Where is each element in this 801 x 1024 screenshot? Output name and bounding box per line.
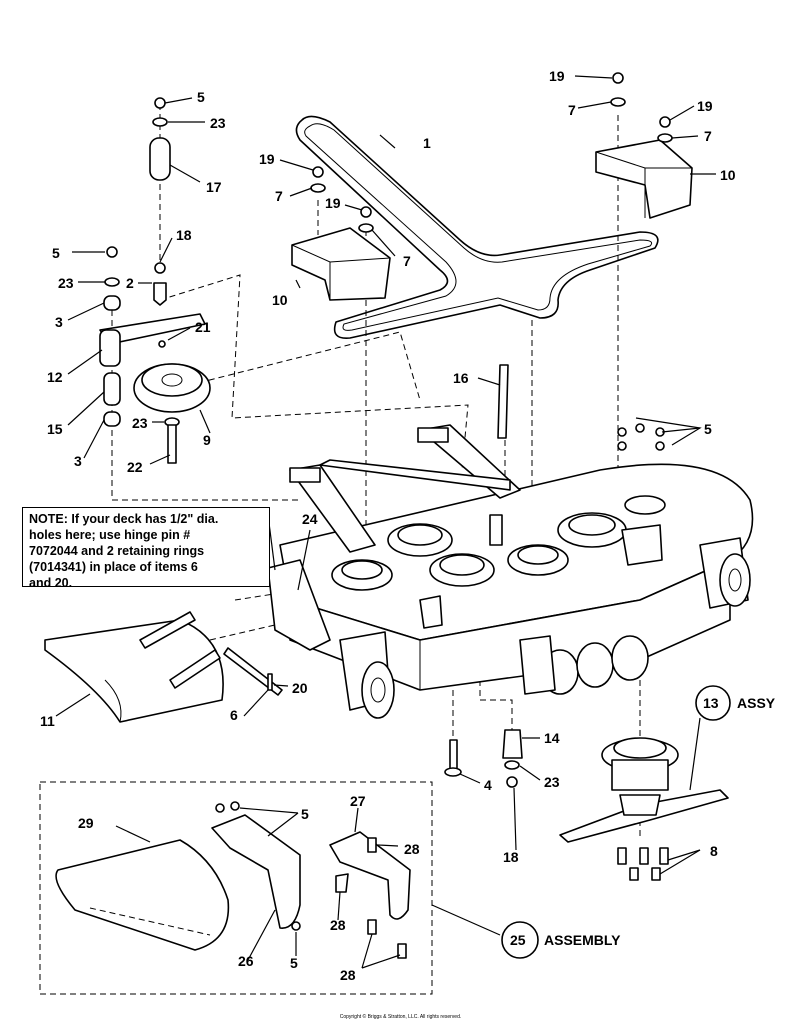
callout-23: 23 [544,774,560,790]
callout-11: 11 [40,713,55,729]
callout-22: 22 [127,459,143,475]
callout-19: 19 [325,195,341,211]
hinge-pin-note: NOTE: If your deck has 1/2" dia. holes h… [22,507,270,590]
callout-25-assembly: 25 ASSEMBLY [501,921,621,959]
drive-belt [295,115,659,339]
callout-8: 8 [710,843,718,859]
callout-19: 19 [697,98,713,114]
callout-7: 7 [403,253,411,269]
callout-28: 28 [330,917,346,933]
belt-cover-right [595,139,693,219]
note-line-4: (7014341) in place of items 6 [29,560,198,574]
copyright-notice: Copyright © Briggs & Stratton, LLC. All … [339,1014,462,1020]
callout-7: 7 [568,102,576,118]
callout-3: 3 [55,314,63,330]
callout-7: 7 [704,128,712,144]
callout-25-label: ASSEMBLY [544,932,621,948]
leader-lines [55,75,716,969]
assembly-25-parts [55,801,411,959]
callout-2: 2 [126,275,134,291]
note-line-3: 7072044 and 2 retaining rings [29,544,205,558]
callout-25: 25 [510,932,526,948]
callout-4: 4 [484,777,492,793]
callout-10: 10 [720,167,736,183]
note-line-1: NOTE: If your deck has 1/2" dia. [29,512,219,526]
callout-13-label: ASSY [737,695,776,711]
callout-16: 16 [453,370,469,386]
callout-5: 5 [290,955,298,971]
callout-9: 9 [203,432,211,448]
hardware [99,72,673,881]
callout-5: 5 [301,806,309,822]
discharge-deflector [44,611,224,723]
mower-deck [267,423,754,719]
callout-20: 20 [292,680,308,696]
callout-1: 1 [423,135,431,151]
callout-labels: 1 5 23 17 18 5 23 2 3 21 12 15 23 9 3 22… [40,68,736,983]
callout-6: 6 [230,707,238,723]
callout-23: 23 [58,275,74,291]
belt-cover-left [291,227,391,301]
callout-21: 21 [195,319,211,335]
callout-19: 19 [549,68,565,84]
callout-5: 5 [704,421,712,437]
callout-19: 19 [259,151,275,167]
callout-12: 12 [47,369,63,385]
callout-27: 27 [350,793,366,809]
callout-23: 23 [132,415,148,431]
callout-17: 17 [206,179,222,195]
callout-10: 10 [272,292,288,308]
callout-13: 13 [703,695,719,711]
note-line-5: and 20. [29,576,73,590]
gauge-wheels [339,537,751,719]
callout-28: 28 [404,841,420,857]
callout-7: 7 [275,188,283,204]
callout-15: 15 [47,421,63,437]
callout-24: 24 [302,511,318,527]
callout-28: 28 [340,967,356,983]
callout-5: 5 [52,245,60,261]
callout-23: 23 [210,115,226,131]
spindle-blade-assembly [559,737,729,843]
note-line-2: holes here; use hinge pin # [29,528,191,542]
callout-29: 29 [78,815,94,831]
assembly-25-box [39,781,433,995]
callout-3: 3 [74,453,82,469]
callout-5: 5 [197,89,205,105]
spindle-bolt-cluster [617,423,665,451]
callout-18: 18 [176,227,192,243]
callout-14: 14 [544,730,560,746]
callout-18: 18 [503,849,519,865]
callout-13-assy: 13 ASSY [695,685,776,721]
deck-pulleys [331,495,666,591]
callout-26: 26 [238,953,254,969]
